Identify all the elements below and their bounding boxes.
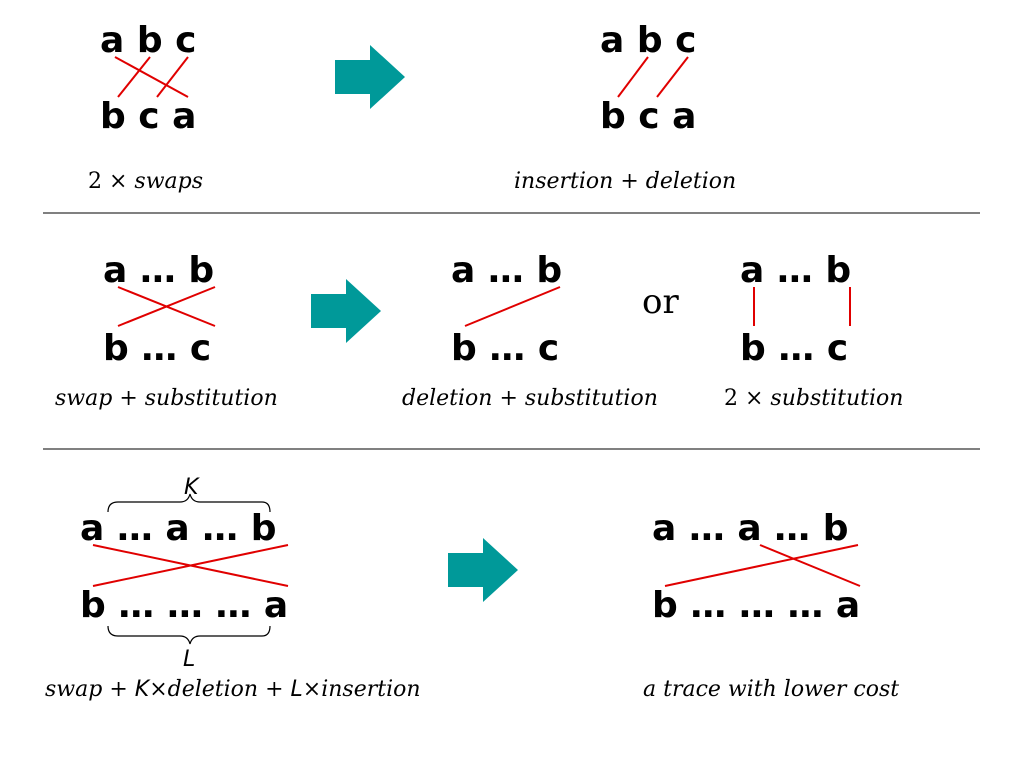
row2-right-caption: 2 × substitution <box>724 386 903 411</box>
brace-top-label: K <box>184 475 200 500</box>
trace-line-b-to-b <box>664 544 859 587</box>
row1-right-group: a b c b c a insertion + deletion <box>514 20 736 194</box>
row1-left-caption-prefix: 2 × <box>88 169 134 194</box>
trace-line-a-to-a <box>114 56 189 98</box>
trace-line-b-to-b <box>617 56 649 98</box>
row2-middle-bottom-sequence: b … c <box>451 328 559 369</box>
row2-right-bottom-sequence: b … c <box>740 328 848 369</box>
row2-left-top-sequence: a … b <box>103 250 214 291</box>
trace-line-a-to-a <box>759 544 861 587</box>
caption-times: × <box>303 677 321 702</box>
row3-left-top-sequence: a … a … b <box>80 508 277 549</box>
row3-right-caption: a trace with lower cost <box>643 677 899 702</box>
top-brace <box>107 493 271 513</box>
caption-plus: + <box>102 677 134 702</box>
caption-l: L <box>291 677 303 702</box>
row1-left-group: a b c b c a 2 × swaps <box>88 20 203 194</box>
caption-plus: + <box>258 677 290 702</box>
row3-left-caption: swap + K×deletion + L×insertion <box>45 677 421 702</box>
row3-right-bottom-sequence: b … … … a <box>652 585 860 626</box>
trace-line-b-to-b <box>117 286 216 327</box>
or-label: or <box>642 282 679 322</box>
row2-left-group: a … b b … c swap + substitution <box>55 250 278 411</box>
row1-right-top-sequence: a b c <box>600 20 696 61</box>
row2-left-caption: swap + substitution <box>55 386 278 411</box>
row2-right-top-sequence: a … b <box>740 250 851 291</box>
row1-right-caption: insertion + deletion <box>514 169 736 194</box>
right-arrow-icon <box>311 279 381 343</box>
right-arrow-icon <box>335 45 405 109</box>
row1-left-top-sequence: a b c <box>100 20 196 61</box>
row2-left-bottom-sequence: b … c <box>103 328 211 369</box>
trace-line-b-to-b <box>117 56 151 98</box>
row2-right-group: a … b b … c 2 × substitution <box>724 250 903 411</box>
caption-swap: swap <box>45 677 102 702</box>
trace-line-b-to-b <box>92 544 289 587</box>
row1-left-bottom-sequence: b c a <box>100 96 196 137</box>
row1-left-caption: 2 × swaps <box>88 169 203 194</box>
row2-middle-caption: deletion + substitution <box>402 386 658 411</box>
right-arrow-icon <box>448 538 518 602</box>
row2-right-caption-prefix: 2 × <box>724 386 770 411</box>
row2-middle-top-sequence: a … b <box>451 250 562 291</box>
caption-insertion: insertion <box>321 677 420 702</box>
row3-right-top-sequence: a … a … b <box>652 508 849 549</box>
caption-times: × <box>149 677 167 702</box>
caption-deletion: deletion <box>168 677 258 702</box>
brace-bottom-label: L <box>183 647 195 672</box>
bottom-brace <box>107 625 271 645</box>
trace-line-b-to-b <box>464 286 561 327</box>
row2-middle-group: a … b b … c deletion + substitution <box>402 250 658 411</box>
trace-line-c-to-c <box>156 56 189 98</box>
row3-left-bottom-sequence: b … … … a <box>80 585 288 626</box>
row1-right-bottom-sequence: b c a <box>600 96 696 137</box>
caption-k: K <box>135 677 151 702</box>
trace-line-c-to-c <box>656 56 689 98</box>
row2-right-caption-text: substitution <box>770 386 903 411</box>
row3-left-group: K a … a … b b … … … a L swap + K×deletio… <box>45 475 421 702</box>
row1-left-caption-text: swaps <box>134 169 203 194</box>
row3-right-group: a … a … b b … … … a a trace with lower c… <box>643 508 899 702</box>
